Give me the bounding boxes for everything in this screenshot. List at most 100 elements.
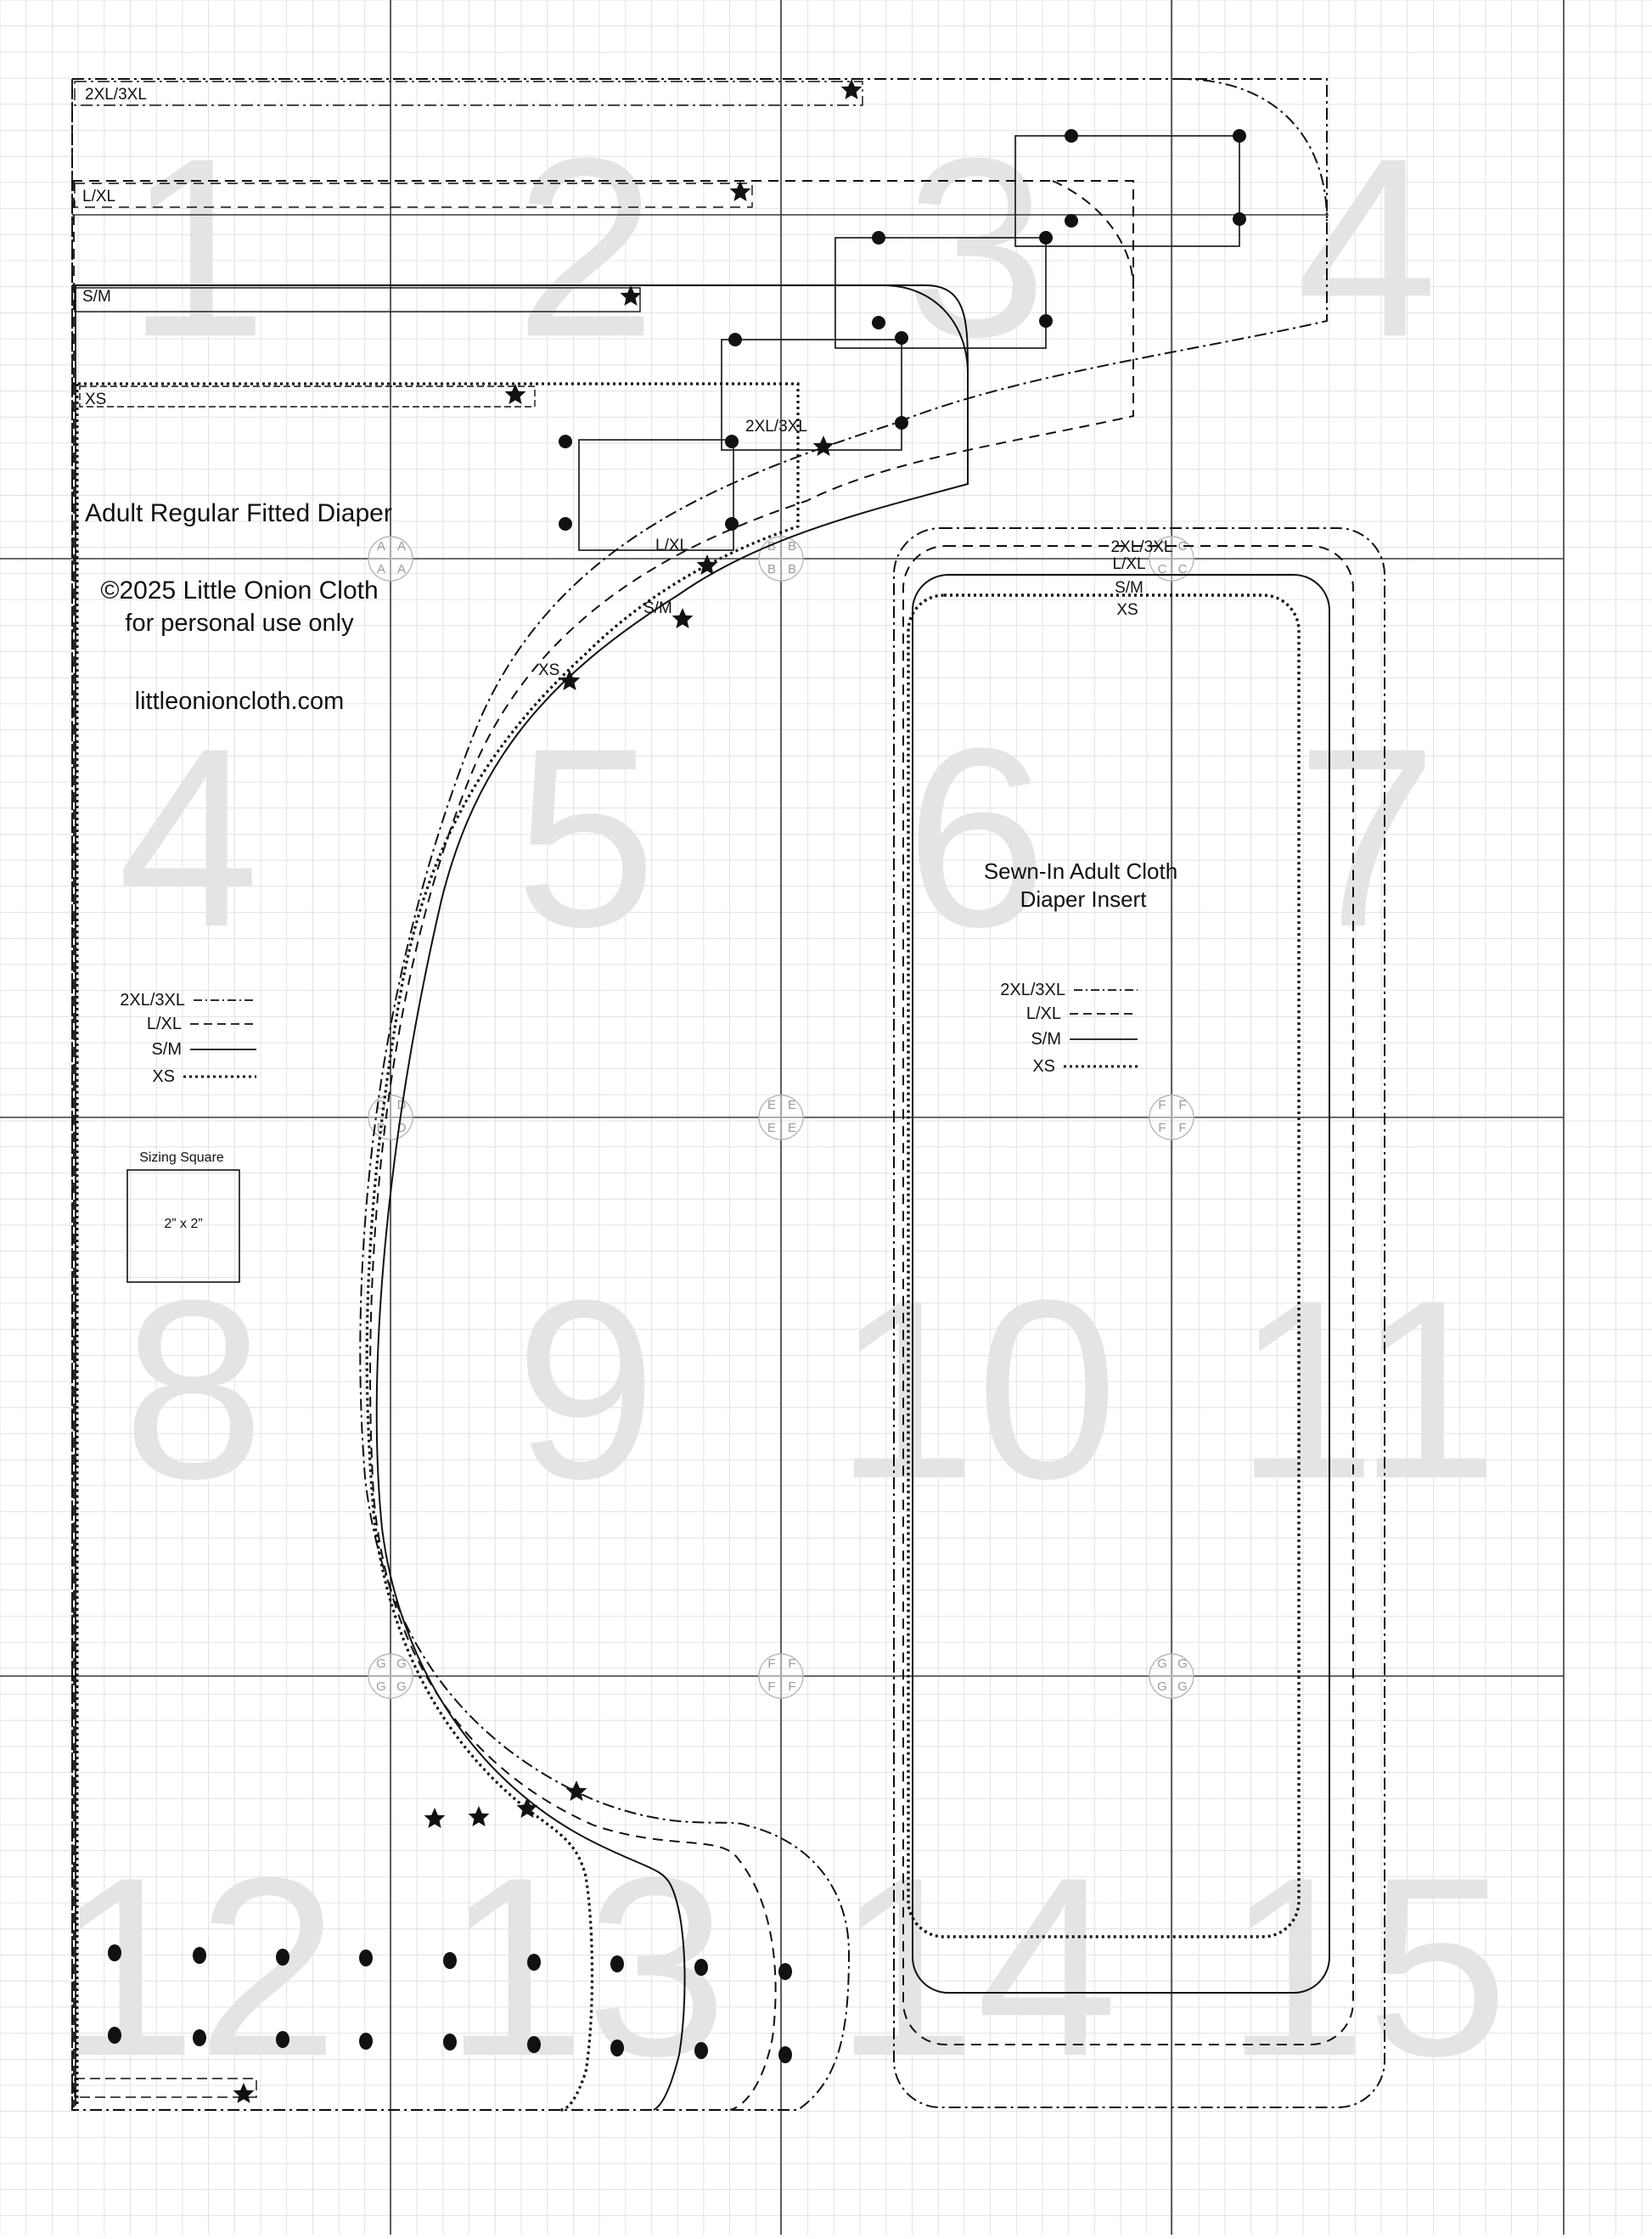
reg-letter-f1: F <box>1158 1098 1166 1112</box>
star-markers <box>233 79 863 2103</box>
snap-dot <box>1233 212 1246 226</box>
snap-dot <box>610 1955 624 1972</box>
outline-2xl-3xl <box>71 78 1328 2111</box>
snap-dot <box>694 2042 708 2059</box>
reg-letter-b4: B <box>788 562 796 577</box>
snap-dots <box>108 129 1246 2063</box>
snap-dot <box>610 2039 624 2056</box>
insert-label-2xl-3xl: 2XL/3XL <box>1111 538 1173 556</box>
sizing-square-title: Sizing Square <box>139 1150 224 1165</box>
registration-mark-a <box>368 536 413 582</box>
reg-letter-c3: C <box>1158 562 1167 577</box>
star-icon <box>516 1797 538 1818</box>
diaper-legend: 2XL/3XL L/XL S/M XS <box>120 991 256 1086</box>
snap-dot <box>443 2034 457 2051</box>
reg-letter-e3: E <box>767 1121 776 1135</box>
website-text: littleonioncloth.com <box>135 688 345 715</box>
legend-label-s-m: S/M <box>151 1040 182 1059</box>
reg-letter-a1: A <box>377 539 385 554</box>
reg-letter-f5: F <box>767 1657 775 1671</box>
registration-mark-g-right <box>1149 1653 1194 1699</box>
snap-dot <box>559 435 572 448</box>
registration-letters: A A A A B B B B C C C C D D D D E E E E … <box>376 539 1188 1694</box>
star-icon <box>620 285 642 306</box>
page-number-12: 12 <box>55 1824 339 2109</box>
star-icon <box>812 436 834 456</box>
star-icon <box>424 1808 446 1828</box>
registration-mark-f-center <box>758 1653 804 1699</box>
snap-dot <box>193 1947 206 1964</box>
reg-letter-g6: G <box>1177 1657 1188 1671</box>
reg-letter-b2: B <box>788 539 796 554</box>
outline-s-m <box>72 284 969 2111</box>
page-number-13: 13 <box>444 1824 728 2109</box>
insert-legend-label-l-xl: L/XL <box>1026 1004 1061 1023</box>
snap-dot <box>872 231 885 245</box>
page-number-10: 10 <box>834 1246 1118 1532</box>
pattern-title: Adult Regular Fitted Diaper <box>85 499 392 527</box>
star-icon <box>504 384 526 404</box>
snap-dot <box>359 2033 373 2050</box>
snap-dot <box>728 333 742 346</box>
reg-letter-e2: E <box>788 1098 796 1112</box>
size-label-2xl-3xl: 2XL/3XL <box>85 86 147 104</box>
insert-outline-2xl-3xl <box>893 527 1385 2108</box>
snap-dot <box>895 416 908 430</box>
reg-letter-g8: G <box>1177 1679 1188 1694</box>
insert-title: Sewn-In Adult Cloth Diaper Insert <box>984 858 1177 912</box>
page-number-4: 4 <box>1296 104 1438 390</box>
star-icon <box>729 181 751 201</box>
snap-dot <box>1065 129 1078 143</box>
snap-dot <box>1039 231 1053 245</box>
reg-letter-c1: C <box>1158 539 1167 554</box>
page-numbers: 1 2 3 4 4 5 6 7 8 9 10 11 12 13 14 15 <box>55 104 1509 2109</box>
usage-note: for personal use only <box>125 610 354 637</box>
snap-dot <box>1065 214 1078 228</box>
snap-dot <box>872 316 885 329</box>
insert-outlines <box>893 527 1385 2108</box>
sizing-square: Sizing Square 2” x 2” <box>126 1150 240 1283</box>
diaper-outlines <box>71 78 1328 2112</box>
snap-dot <box>778 2046 792 2063</box>
page-number-4b: 4 <box>118 695 260 980</box>
page-number-3: 3 <box>906 104 1048 390</box>
reg-letter-g1: G <box>376 1657 386 1671</box>
registration-mark-b <box>758 536 804 582</box>
size-label-boxes <box>74 81 863 408</box>
reg-letter-g7: G <box>1157 1679 1167 1694</box>
reg-letter-g5: G <box>1157 1657 1167 1671</box>
star-icon <box>671 608 694 628</box>
outline-s-m-top-arc <box>882 284 969 374</box>
reg-letter-e4: E <box>788 1121 796 1135</box>
registration-mark-f-right <box>1149 1094 1194 1140</box>
size-label-l-xl: L/XL <box>82 188 115 205</box>
registration-mark-c <box>1149 536 1194 582</box>
registration-mark-d <box>368 1094 413 1140</box>
size-label-xs: XS <box>85 391 106 408</box>
star-icon <box>696 554 718 575</box>
reg-letter-b1: B <box>767 539 776 554</box>
insert-outline-s-m <box>912 574 1330 1994</box>
curve-label-l-xl: L/XL <box>655 537 688 554</box>
reg-letter-f6: F <box>788 1657 795 1671</box>
snap-dot <box>443 1952 457 1969</box>
reg-letter-g2: G <box>396 1657 407 1671</box>
star-icon <box>468 1806 490 1826</box>
legend-label-xs: XS <box>152 1067 175 1086</box>
left-edge-lines <box>71 79 79 2110</box>
insert-label-s-m: S/M <box>1115 579 1143 597</box>
registration-mark-g-left <box>368 1653 413 1699</box>
star-icon <box>840 79 863 99</box>
snap-dot <box>276 2031 289 2048</box>
curve-label-s-m: S/M <box>643 599 672 617</box>
snap-dot <box>725 435 739 448</box>
snap-dot <box>527 2036 541 2053</box>
sizing-square-size: 2” x 2” <box>164 1217 202 1231</box>
reg-letter-f7: F <box>767 1679 775 1694</box>
legend-label-2xl-3xl: 2XL/3XL <box>120 991 185 1010</box>
snap-dot <box>694 1959 708 1976</box>
bottom-tab-marker <box>74 2078 257 2098</box>
reg-letter-f8: F <box>788 1679 795 1694</box>
